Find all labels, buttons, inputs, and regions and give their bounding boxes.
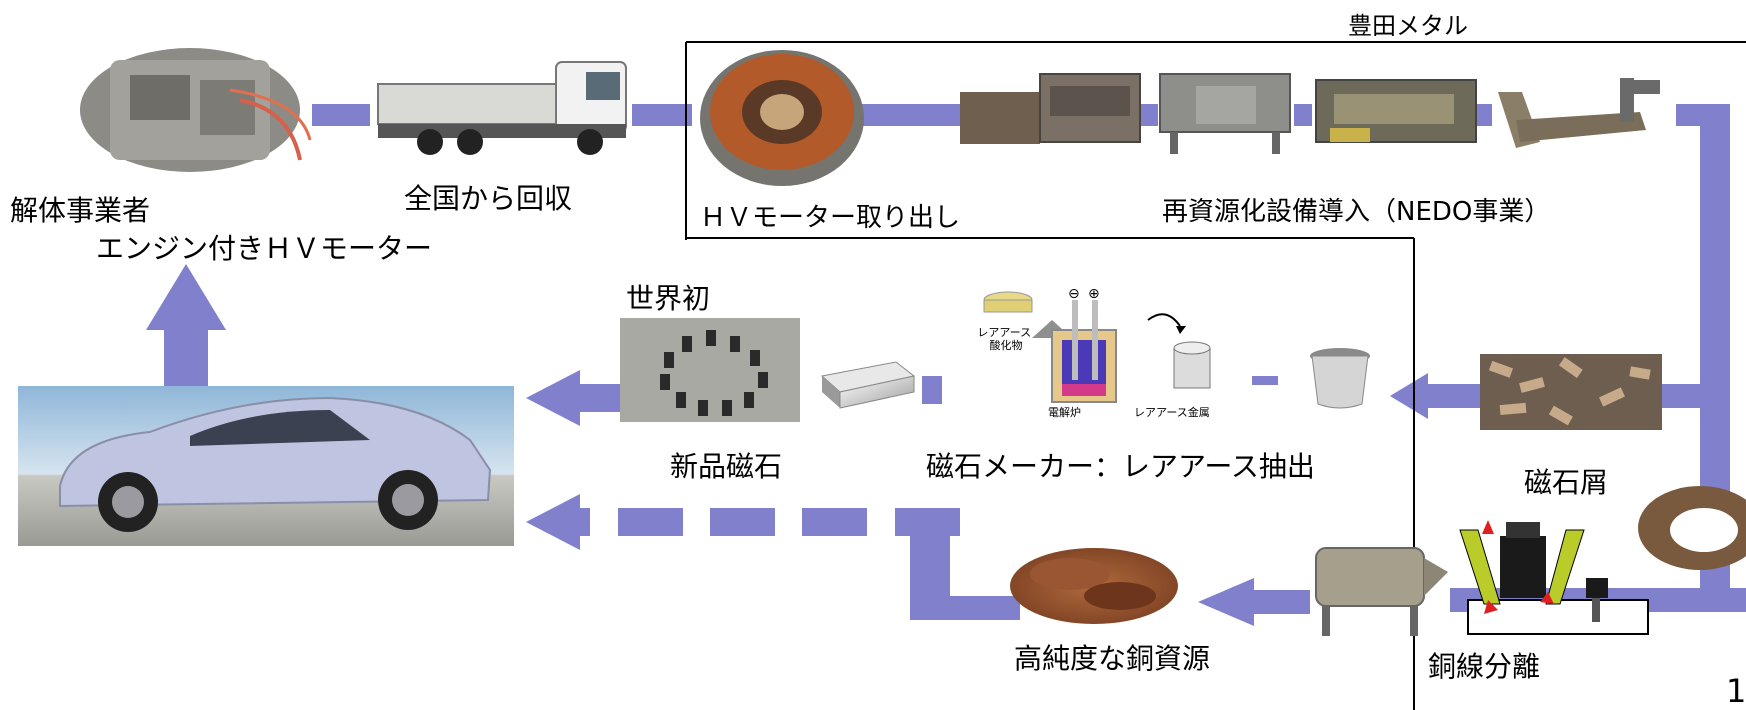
flow-magnet-to-car-head	[526, 370, 580, 426]
machine-1-image	[960, 73, 1141, 144]
page-number: 1	[1726, 672, 1746, 710]
magnet-maker-label: 磁石メーカー：レアアース抽出	[926, 450, 1315, 483]
copper-separation-label: 銅線分離	[1428, 650, 1540, 683]
flow-car-to-engine-shaft	[164, 330, 208, 394]
flow-bottom-to-car-head	[526, 494, 580, 550]
copper-resource-label: 高純度な銅資源	[1014, 642, 1210, 675]
flow-copper-vertical	[910, 532, 950, 620]
magnet-block-icon	[820, 361, 916, 409]
electrolysis-diagram	[983, 291, 1211, 403]
press-diagram	[1459, 520, 1649, 635]
flow-magnet-to-car-shaft	[580, 384, 620, 412]
flow-scrap-to-bucket-head	[1390, 373, 1428, 419]
engine-motor-image	[80, 48, 312, 172]
machine-3-image	[1315, 79, 1477, 143]
flow-stator-to-machine1	[860, 104, 960, 126]
furnace-label: 電解炉	[1048, 405, 1081, 419]
flow-bucket-dash	[1252, 376, 1278, 385]
magnet-scrap-image	[1480, 354, 1662, 430]
labels: 豊田メタル 解体事業者 エンジン付きＨＶモーター 全国から回収 ＨＶモーター取り…	[10, 12, 1746, 710]
bucket-icon	[1310, 348, 1370, 409]
new-magnet-label: 新品磁石	[670, 450, 782, 483]
conveyor-image	[1498, 78, 1660, 148]
dismantler-label: 解体事業者	[10, 194, 150, 227]
flow-bottom-dash-1	[895, 508, 960, 536]
flow-car-to-engine-head	[146, 264, 226, 330]
flow-truck-to-stator	[632, 104, 692, 126]
rare-earth-oxide-label: レアアース 酸化物	[977, 326, 1034, 352]
recycling-equipment-label: 再資源化設備導入（NEDO事業）	[1162, 197, 1550, 227]
company-label: 豊田メタル	[1348, 12, 1468, 40]
magnet-scrap-label: 磁石屑	[1524, 466, 1608, 499]
rare-earth-oxide-line-2: 酸化物	[990, 338, 1023, 352]
flow-electrolysis-dash	[922, 376, 942, 404]
motor-ring-image	[1638, 486, 1746, 570]
truck-image	[377, 61, 627, 155]
world-first-label: 世界初	[626, 282, 710, 315]
flow-dash-2	[1294, 104, 1312, 126]
flow-bottom-dash-5	[580, 508, 590, 536]
motor-removal-label: ＨＶモーター取り出し	[700, 203, 960, 233]
flow-copper-left	[950, 596, 1020, 620]
drum-separator-image	[1315, 547, 1448, 636]
prius-image	[18, 386, 514, 546]
flow-bottom-dash-4	[618, 508, 683, 536]
minus-electrode-icon: ⊖	[1068, 286, 1080, 302]
flow-drum-to-copper-shaft	[1254, 590, 1310, 614]
collection-label: 全国から回収	[404, 182, 572, 215]
machine-2-image	[1159, 73, 1291, 154]
rare-earth-oxide-line-1: レアアース	[977, 326, 1031, 339]
flow-dash-1	[1140, 104, 1158, 126]
rare-earth-metal-label: レアアース金属	[1134, 405, 1210, 419]
flow-dash-3	[1474, 104, 1492, 126]
plus-electrode-icon: ⊕	[1088, 286, 1100, 302]
engine-motor-label: エンジン付きＨＶモーター	[96, 232, 432, 265]
stator-image	[700, 50, 864, 186]
ring-magnets-image	[620, 318, 800, 422]
flow-to-magnet-scrap	[1660, 384, 1720, 408]
flow-bottom-dash-3	[710, 508, 775, 536]
copper-pile-image	[1010, 548, 1178, 624]
flow-scrap-to-bucket-shaft	[1428, 384, 1484, 408]
flow-bottom-dash-2	[802, 508, 867, 536]
flow-engine-to-truck	[312, 104, 370, 126]
flow-drum-to-copper-head	[1198, 578, 1254, 626]
